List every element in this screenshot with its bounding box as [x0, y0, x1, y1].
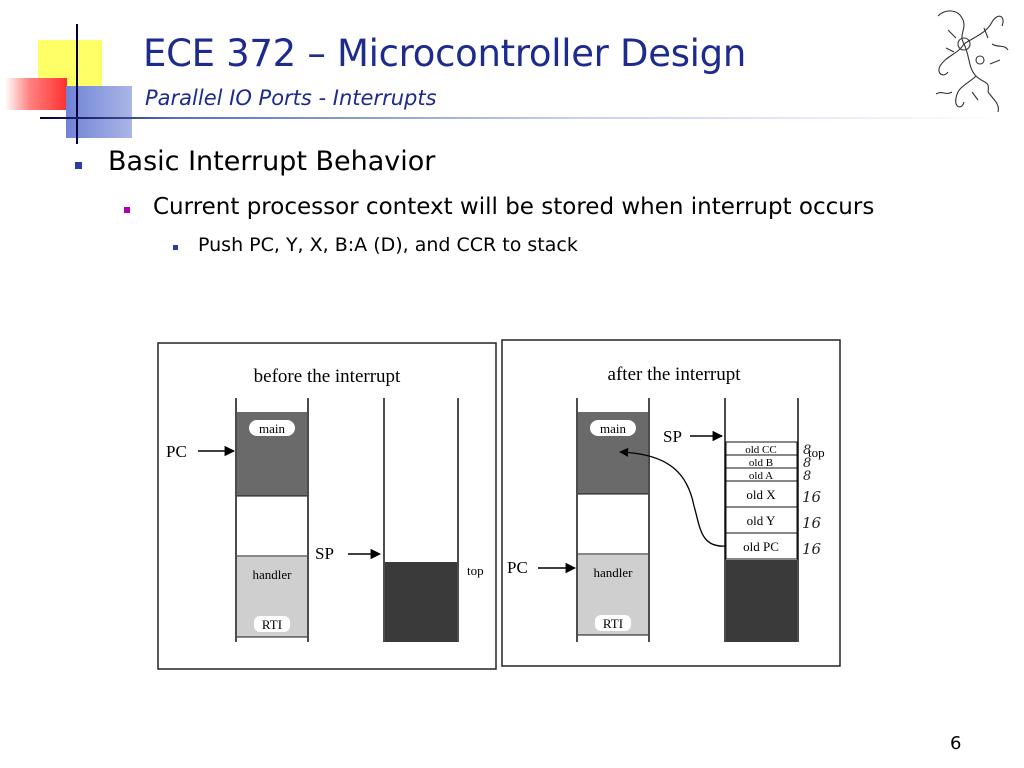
bits-old-b: 8 — [803, 456, 811, 471]
stack-cell-old-pc: old PC — [743, 539, 779, 554]
after-sp-label: SP — [663, 427, 682, 446]
after-caption: after the interrupt — [608, 364, 742, 385]
bits-old-y: 16 — [802, 514, 822, 532]
bits-old-pc: 16 — [802, 540, 822, 558]
sketch-doodle-icon — [935, 10, 1009, 113]
return-address-arrow — [619, 447, 727, 547]
slide-title: ECE 372 – Microcontroller Design — [143, 32, 746, 75]
bits-old-a: 8 — [803, 469, 811, 484]
before-sp-label: SP — [315, 544, 334, 563]
bullet-square-icon — [173, 245, 178, 250]
bits-old-cc: 8 — [803, 443, 811, 458]
after-pc-label: PC — [507, 558, 528, 577]
before-caption: before the interrupt — [254, 366, 401, 387]
after-handler-label: handler — [594, 565, 634, 580]
stack-cell-old-cc: old CC — [745, 444, 776, 456]
page-number: 6 — [950, 733, 962, 754]
stack-cell-old-b: old B — [749, 457, 773, 469]
interrupt-stack-diagram: before the interrupt main handler RTI PC… — [157, 339, 841, 670]
bullet-square-icon — [75, 162, 82, 169]
after-top-label: top — [808, 445, 825, 460]
after-stack-block — [726, 560, 797, 642]
stack-cell-old-x: old X — [746, 487, 776, 502]
stack-cell-old-a: old A — [749, 470, 773, 482]
before-stack-block — [385, 562, 457, 642]
before-panel: before the interrupt main handler RTI PC… — [157, 342, 497, 670]
bullet-level-2-text: Current processor context will be stored… — [153, 194, 875, 220]
after-panel: after the interrupt main handler RTI PC … — [501, 339, 841, 667]
bullet-level-3-text: Push PC, Y, X, B:A (D), and CCR to stack — [198, 234, 578, 256]
bullet-square-icon — [124, 207, 130, 213]
header-underline — [40, 117, 1005, 119]
stack-cell-old-y: old Y — [747, 513, 776, 528]
slide-subtitle: Parallel IO Ports - Interrupts — [145, 86, 437, 110]
before-handler-label: handler — [253, 567, 293, 582]
after-rti-label: RTI — [603, 616, 623, 631]
after-main-label: main — [600, 421, 626, 436]
bits-old-x: 16 — [802, 488, 822, 506]
before-pc-label: PC — [166, 442, 187, 461]
bullet-level-3: Push PC, Y, X, B:A (D), and CCR to stack — [173, 234, 578, 256]
logo-vertical-line — [76, 24, 78, 144]
before-rti-label: RTI — [262, 617, 282, 632]
bullet-level-1: Basic Interrupt Behavior — [75, 146, 435, 177]
before-top-label: top — [467, 563, 484, 578]
logo-red-bar — [5, 78, 67, 110]
bullet-level-1-text: Basic Interrupt Behavior — [108, 146, 436, 177]
bullet-level-2: Current processor context will be stored… — [124, 194, 874, 220]
before-main-label: main — [259, 421, 285, 436]
